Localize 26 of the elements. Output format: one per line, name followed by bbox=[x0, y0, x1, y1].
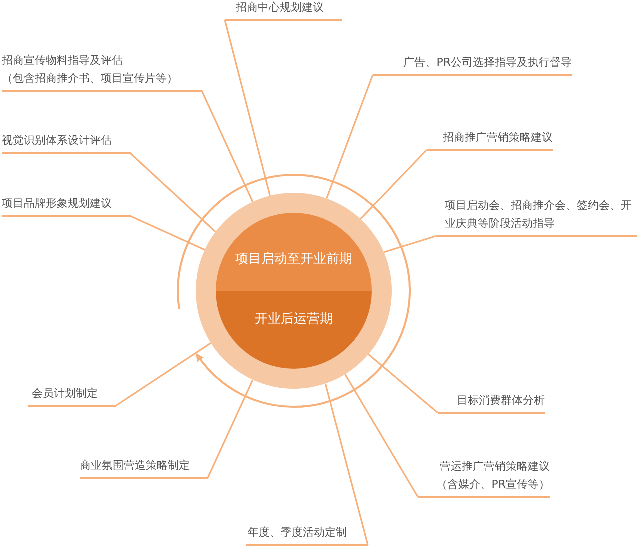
leader-line bbox=[129, 152, 216, 233]
phase-segment: 项目启动至开业前期 bbox=[216, 213, 372, 291]
phase-segment: 开业后运营期 bbox=[216, 291, 372, 369]
underlined-label: 目标消费群体分析 bbox=[438, 392, 545, 414]
underlined-label: 商业氛围营造策略制定 bbox=[80, 457, 208, 479]
leader-line bbox=[326, 74, 374, 199]
leader-line bbox=[324, 384, 369, 546]
underlined-label: 会员计划制定 bbox=[28, 385, 116, 407]
underlined-label: 项目启动会、招商推介会、签约会、开业庆典等阶段活动指导 bbox=[437, 197, 637, 237]
leader-line bbox=[130, 215, 206, 251]
underlined-label: 视觉识别体系设计评估 bbox=[2, 132, 130, 154]
leader-line bbox=[224, 20, 271, 196]
underlined-label: 广告、PR公司选择指导及执行督导 bbox=[373, 54, 572, 76]
leader-line bbox=[201, 90, 254, 202]
leader-line bbox=[360, 149, 428, 220]
underlined-label: 项目品牌形象规划建议 bbox=[2, 195, 130, 217]
underlined-label: 年度、季度活动定制 bbox=[246, 524, 368, 546]
leader-line bbox=[368, 354, 439, 414]
underlined-label: 营运推广营销策略建议 （含媒介、PR宣传等） bbox=[418, 458, 550, 498]
underlined-label: 招商推广营销策略建议 bbox=[427, 129, 553, 151]
leader-line bbox=[344, 374, 419, 498]
leader-line bbox=[384, 235, 438, 254]
leader-line bbox=[207, 380, 254, 478]
underlined-label: 招商宣传物料指导及评估 （包含招商推介书、项目宣传片等） bbox=[2, 52, 202, 92]
leader-line bbox=[116, 342, 212, 407]
underlined-label: 招商中心规划建议 bbox=[225, 0, 342, 21]
